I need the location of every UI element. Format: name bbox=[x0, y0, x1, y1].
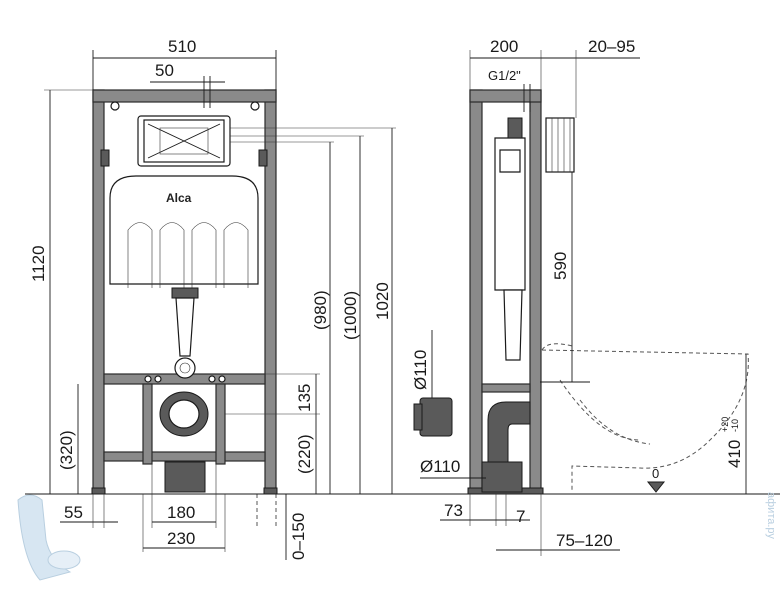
dim-flush-height: (980) bbox=[311, 290, 330, 330]
front-water-inlet-arrows bbox=[203, 76, 211, 108]
watermark-text: афита.ру bbox=[765, 492, 777, 539]
front-foot-right bbox=[263, 487, 278, 495]
dim-floor-adjust: 0–150 bbox=[289, 513, 308, 560]
dim-pan-height: 410 bbox=[725, 440, 744, 468]
front-frame-inner-right bbox=[215, 383, 226, 465]
dim-foot-offset: 55 bbox=[64, 503, 83, 522]
front-drain-elbow-bore bbox=[168, 399, 200, 429]
side-wc-pan-inner bbox=[579, 399, 651, 445]
front-frame-bottom-rail bbox=[103, 451, 266, 462]
floor-level-marker bbox=[646, 481, 666, 493]
side-wc-pan bbox=[541, 343, 749, 492]
dim-drain-axis: (320) bbox=[57, 430, 76, 470]
dim-pan-tol-plus: +20 bbox=[720, 417, 730, 432]
dim-pipe-bottom: Ø110 bbox=[420, 457, 460, 476]
front-floor-adjust-dashes bbox=[256, 494, 277, 526]
side-inlet-elbow bbox=[507, 117, 523, 139]
front-bolt-1 bbox=[144, 375, 152, 383]
front-view: Alca 510 50 1120 (320) bbox=[25, 37, 780, 560]
dim-drain-height: (220) bbox=[295, 434, 314, 474]
front-bolt-4 bbox=[218, 375, 226, 383]
side-drain-pipe bbox=[481, 461, 523, 493]
front-bolt-3 bbox=[208, 375, 216, 383]
dim-offset-7: 7 bbox=[516, 507, 525, 526]
side-frame-top-rail bbox=[469, 89, 542, 103]
front-down-pipe bbox=[175, 297, 195, 357]
front-foot-left bbox=[91, 487, 106, 495]
ext-lines-73 bbox=[469, 494, 507, 526]
pipe-detail: Ø110 bbox=[411, 330, 453, 437]
dim-water-inlet: G1/2" bbox=[488, 68, 521, 83]
detail-pipe-body bbox=[419, 397, 453, 437]
front-cistern-ribs bbox=[127, 222, 249, 288]
watermark-toilet-icon bbox=[47, 550, 81, 570]
side-frame-mid-rail bbox=[481, 383, 531, 393]
dim-height-total: 1120 bbox=[29, 245, 48, 282]
dim-offset: 50 bbox=[155, 61, 174, 80]
dim-depth: 200 bbox=[490, 37, 518, 56]
front-side-clip-left bbox=[100, 149, 110, 167]
side-flush-button bbox=[545, 117, 575, 173]
front-flush-outlet-inner bbox=[179, 362, 191, 374]
dim-bracket-spacing: 135 bbox=[295, 384, 314, 412]
side-inlet-valve bbox=[499, 149, 521, 173]
ext-lines-180 bbox=[151, 462, 217, 528]
front-frame-top-rail bbox=[92, 89, 277, 103]
dim-floor-level: 0 bbox=[652, 466, 659, 481]
dim-wall-gap: 20–95 bbox=[588, 37, 635, 56]
front-bracket-screw-left bbox=[110, 101, 120, 111]
brand-logo: Alca bbox=[166, 191, 192, 205]
side-down-pipe bbox=[503, 289, 523, 361]
front-frame-inner-left bbox=[142, 383, 153, 465]
dim-width: 510 bbox=[168, 37, 196, 56]
dim-frame-height: 1020 bbox=[373, 282, 392, 320]
side-view: 200 20–95 G1/2" 590 410 +20 -10 0 Ø110 7… bbox=[420, 37, 749, 556]
front-side-clip-right bbox=[258, 149, 268, 167]
front-down-pipe-collar bbox=[171, 287, 199, 299]
dim-pipe-detail: Ø110 bbox=[411, 350, 430, 390]
front-flush-plate-inner bbox=[159, 127, 209, 155]
detail-pipe-flange bbox=[413, 403, 423, 431]
dim-outlet-height: 590 bbox=[551, 252, 570, 280]
front-bracket-screw-right bbox=[250, 101, 260, 111]
ext-lines-55 bbox=[92, 494, 105, 528]
watermark-group: афита.ру bbox=[17, 492, 777, 581]
dim-pan-tol-minus: -10 bbox=[730, 419, 740, 432]
side-frame-rear-post bbox=[469, 89, 483, 493]
dim-cistern-height: (1000) bbox=[341, 291, 360, 340]
ext-lines-230 bbox=[142, 494, 226, 552]
front-bolt-2 bbox=[154, 375, 162, 383]
dim-outer-width: 230 bbox=[167, 529, 195, 548]
dim-offset-73: 73 bbox=[444, 501, 463, 520]
dim-inner-width: 180 bbox=[167, 503, 195, 522]
dim-distance: 75–120 bbox=[556, 531, 613, 550]
side-water-inlet-arrows bbox=[523, 84, 531, 112]
side-frame-front-post bbox=[529, 89, 542, 493]
front-flush-outlet bbox=[174, 357, 196, 379]
front-drain-pipe bbox=[164, 461, 206, 493]
ext-lines-200 bbox=[469, 50, 542, 90]
side-flush-button-ribs bbox=[551, 118, 571, 172]
